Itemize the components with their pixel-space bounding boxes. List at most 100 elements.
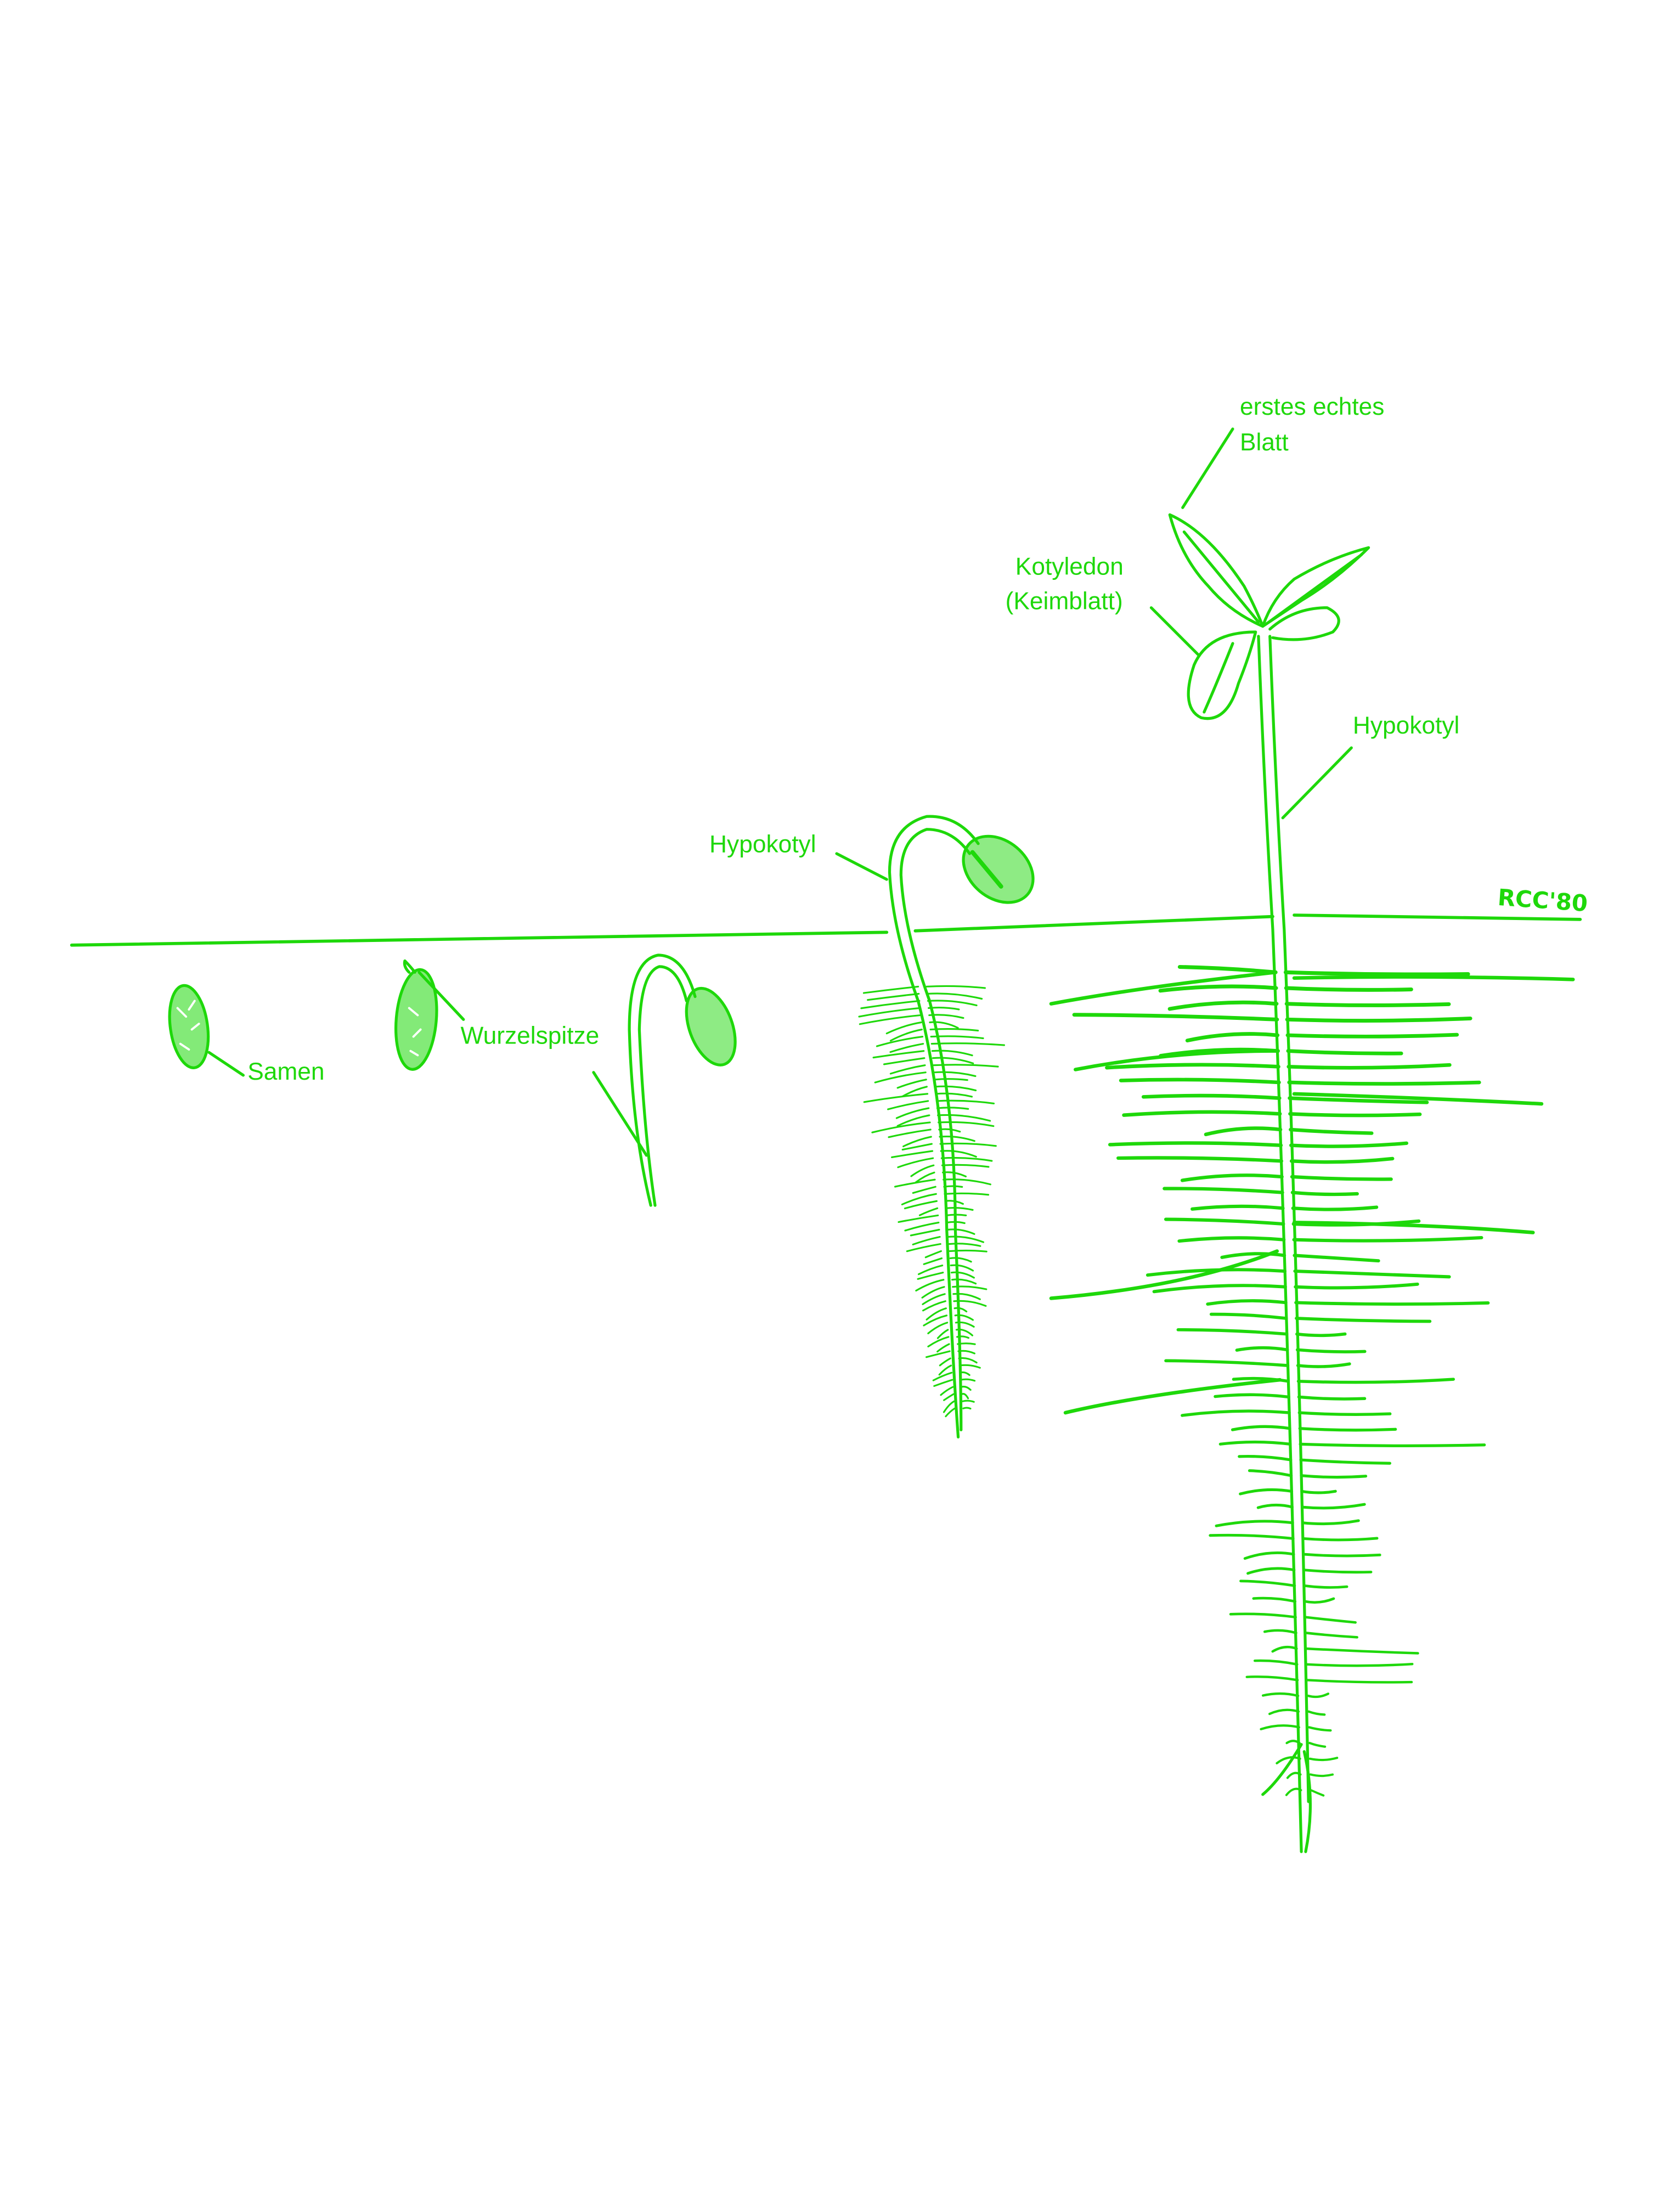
lateral-root bbox=[894, 1178, 936, 1188]
lateral-root bbox=[934, 1078, 968, 1081]
lateral-root bbox=[936, 1114, 991, 1122]
lateral-root bbox=[928, 1007, 960, 1011]
lateral-root bbox=[950, 1271, 975, 1279]
lateral-root bbox=[1261, 1743, 1312, 1853]
lateral-root bbox=[912, 1235, 941, 1245]
lateral-root bbox=[933, 1379, 953, 1387]
lateral-root bbox=[910, 1228, 940, 1237]
lateral-root bbox=[901, 1193, 937, 1206]
label-root-tip: Wurzelspitze bbox=[461, 1023, 600, 1049]
lateral-root bbox=[1305, 1632, 1358, 1639]
lateral-root bbox=[927, 1000, 978, 1007]
lateral-root bbox=[941, 1164, 990, 1168]
label-seed: Samen bbox=[247, 1058, 324, 1085]
lateral-root bbox=[1141, 1093, 1282, 1100]
lateral-root bbox=[940, 1150, 977, 1158]
lateral-root bbox=[933, 1064, 999, 1068]
lateral-root bbox=[936, 1343, 950, 1353]
lateral-root bbox=[1286, 1063, 1452, 1070]
root-tip-label-line-2 bbox=[592, 1071, 648, 1157]
lateral-root bbox=[1297, 1411, 1392, 1416]
lateral-root bbox=[1306, 1662, 1414, 1667]
lateral-root bbox=[932, 1057, 974, 1064]
lateral-root bbox=[1232, 1376, 1290, 1383]
label-cotyledon-2: (Keimblatt) bbox=[1006, 588, 1123, 614]
lateral-root bbox=[956, 1335, 970, 1339]
lateral-root bbox=[959, 1371, 970, 1376]
lateral-root bbox=[1268, 1708, 1300, 1716]
lateral-root bbox=[936, 1329, 949, 1339]
lateral-root bbox=[1308, 1726, 1332, 1732]
lateral-root bbox=[1309, 1773, 1334, 1778]
lateral-root bbox=[1209, 1533, 1295, 1540]
lateral-root bbox=[938, 1364, 952, 1376]
lateral-root bbox=[926, 1307, 947, 1321]
cotyledon-label-line bbox=[1149, 606, 1200, 657]
seedling-stage-4 bbox=[858, 815, 1035, 1438]
lateral-root bbox=[1304, 1616, 1357, 1624]
lateral-root bbox=[917, 1272, 944, 1280]
lateral-root bbox=[1163, 1187, 1284, 1194]
lateral-root bbox=[1305, 1647, 1419, 1655]
lateral-root bbox=[1285, 1787, 1302, 1796]
lateral-root bbox=[904, 1221, 940, 1232]
lateral-root bbox=[926, 992, 983, 1000]
lateral-root bbox=[1152, 1284, 1287, 1294]
lateral-root bbox=[957, 1350, 976, 1355]
lateral-root bbox=[1180, 1173, 1284, 1182]
lateral-root bbox=[874, 1071, 927, 1084]
lateral-root bbox=[1256, 1503, 1294, 1509]
lateral-root bbox=[1308, 1742, 1327, 1748]
lateral-root bbox=[1286, 1049, 1403, 1056]
lateral-root bbox=[1214, 1393, 1290, 1399]
lateral-root bbox=[1289, 1127, 1374, 1135]
lateral-root bbox=[1286, 1771, 1302, 1779]
lateral-root bbox=[859, 1014, 922, 1025]
lateral-root bbox=[1181, 1409, 1291, 1417]
lateral-root bbox=[1185, 1032, 1280, 1043]
lateral-root bbox=[933, 1071, 977, 1077]
lateral-root bbox=[891, 1150, 934, 1159]
lateral-root bbox=[946, 1221, 966, 1224]
lateral-root bbox=[943, 1185, 963, 1188]
lateral-root bbox=[922, 1300, 946, 1312]
seedling-stage-5 bbox=[1049, 513, 1575, 1853]
lateral-root bbox=[1292, 1236, 1483, 1243]
lateral-root bbox=[1209, 1312, 1288, 1320]
lateral-root bbox=[1177, 964, 1278, 974]
lateral-root bbox=[1298, 1427, 1397, 1432]
lateral-root bbox=[940, 1156, 993, 1162]
lateral-root bbox=[897, 1157, 934, 1169]
lateral-root bbox=[1252, 1596, 1297, 1603]
lateral-root bbox=[926, 1350, 951, 1358]
cotyledon-right bbox=[1268, 606, 1340, 641]
lateral-root bbox=[936, 1107, 969, 1110]
lateral-root bbox=[1190, 1204, 1285, 1211]
lateral-root bbox=[945, 1207, 974, 1211]
lateral-root bbox=[906, 1243, 941, 1252]
lateral-root bbox=[962, 1400, 975, 1403]
lateral-root bbox=[917, 1265, 944, 1276]
lateral-root bbox=[923, 1257, 943, 1265]
lateral-root bbox=[1302, 1568, 1373, 1574]
lateral-root bbox=[1218, 1440, 1292, 1446]
lateral-root bbox=[950, 1264, 974, 1272]
lateral-root bbox=[930, 1042, 1005, 1046]
lateral-root bbox=[1293, 1254, 1380, 1263]
lateral-root bbox=[931, 1049, 973, 1057]
lateral-root bbox=[1295, 1348, 1367, 1353]
lateral-root bbox=[1310, 1789, 1325, 1797]
lateral-root bbox=[1304, 1597, 1335, 1604]
label-cotyledon-1: Kotyledon bbox=[1015, 554, 1124, 580]
lateral-root bbox=[948, 1243, 981, 1247]
lateral-root bbox=[1263, 1629, 1297, 1634]
lateral-root bbox=[896, 1114, 930, 1127]
lateral-root bbox=[940, 1386, 954, 1396]
lateral-root bbox=[960, 1385, 972, 1391]
lateral-root bbox=[952, 1293, 981, 1300]
lateral-root bbox=[1302, 1537, 1379, 1542]
lateral-root bbox=[949, 1257, 972, 1263]
hypocotyl-label-line-1 bbox=[835, 852, 888, 881]
lateral-root bbox=[945, 1407, 956, 1418]
lateral-root bbox=[1302, 1553, 1381, 1558]
